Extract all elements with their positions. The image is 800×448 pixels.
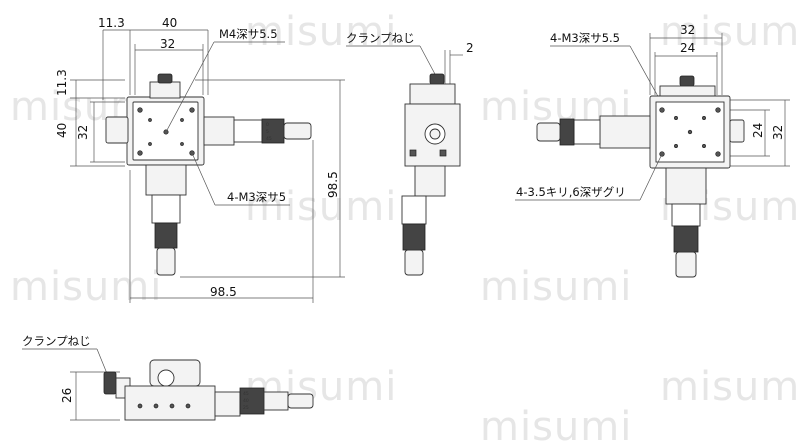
scale-mark: 45: [266, 136, 272, 142]
dim-label-32-top-right: 32: [680, 23, 695, 37]
callout-m3-taps-right: 4-M3深サ5.5: [550, 31, 620, 45]
scale-mark: 45: [243, 391, 249, 397]
dim-label-24-right: 24: [751, 123, 765, 138]
callout-m3-taps: 4-M3深サ5: [227, 190, 286, 204]
watermark-text: misumi: [660, 9, 800, 55]
dim-label-2: 2: [466, 41, 474, 55]
right-view: 4-M3深サ5.5 32 24 24 32: [515, 23, 790, 278]
callout-counterbore: 4-3.5キリ,6深ザグリ: [516, 185, 626, 199]
watermark-text: misumi: [480, 404, 632, 448]
top-view: 11.3 40 32 11.3 40 32 98.5 98.5: [55, 16, 345, 303]
dim-label-98-5-vertical: 98.5: [326, 171, 340, 198]
scale-mark: 25: [243, 405, 249, 411]
front-view: クランプねじ 26 45 40 25: [22, 334, 314, 421]
dim-label-98-5-horizontal: 98.5: [210, 285, 237, 299]
callout-clamp-screw-front: クランプねじ: [22, 334, 91, 348]
watermark-text: misumi: [480, 264, 632, 310]
dim-label-32-left: 32: [76, 125, 90, 140]
watermark-text: misumi: [10, 264, 162, 310]
scale-mark: 0: [266, 122, 269, 128]
dim-label-26: 26: [60, 388, 74, 403]
right-view-dimensions: 32 24 24 32: [649, 23, 790, 167]
callout-m4-tap: M4深サ5.5: [219, 27, 278, 41]
xy-stage-front: 45 40 25: [103, 359, 314, 421]
scale-mark: 5: [266, 129, 269, 135]
watermark-text: misumi: [245, 9, 397, 55]
dim-label-24-top-right: 24: [680, 41, 695, 55]
dim-label-32-right: 32: [771, 125, 785, 140]
top-view-dimensions: 11.3 40 32 11.3 40 32 98.5 98.5: [55, 16, 345, 303]
dim-label-32-top: 32: [160, 37, 175, 51]
xy-stage-right: [536, 75, 745, 278]
watermark-text: misumi: [660, 364, 800, 410]
watermark-text: misumi: [245, 184, 397, 230]
watermark: misumi misumi misumi misumi misumi misum…: [10, 9, 800, 448]
callout-clamp-screw-side: クランプねじ: [346, 31, 415, 45]
dim-label-11-3-top: 11.3: [98, 16, 125, 30]
side-view: クランプねじ 2: [346, 31, 474, 276]
dim-label-11-3-left: 11.3: [55, 69, 69, 96]
dim-label-40-top: 40: [162, 16, 177, 30]
xy-stage-side: [401, 73, 461, 276]
dim-label-40-left: 40: [55, 123, 69, 138]
scale-mark: 40: [243, 398, 249, 404]
xy-stage-top: 0 5 45: [105, 73, 312, 276]
